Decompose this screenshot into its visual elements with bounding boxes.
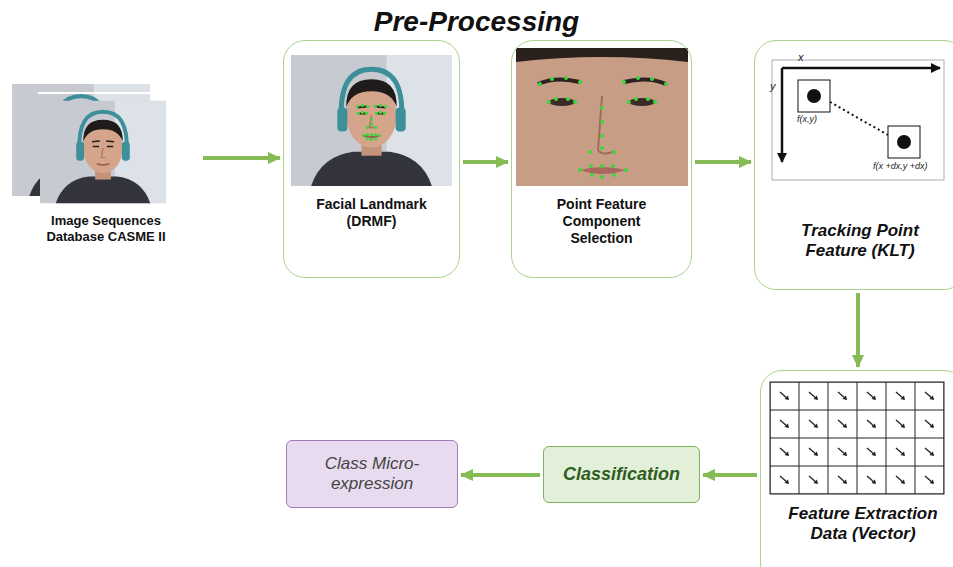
axis-label: x <box>798 51 804 63</box>
diagram-title: Pre-Processing <box>0 6 953 38</box>
output-box: Class Micro-expression <box>286 440 458 508</box>
node-text: Facial Landmark (DRMF) <box>304 196 439 230</box>
process-box: Feature Extraction Data (Vector) <box>760 370 953 567</box>
image-node: Image Sequences Database CASME II <box>12 85 200 252</box>
node-text: Image Sequences Database CASME II <box>31 213 181 244</box>
flow-arrow <box>461 473 540 477</box>
landmark-photo <box>291 55 452 186</box>
closeup-photo <box>516 48 688 186</box>
node-text: Tracking Point Feature (KLT) <box>785 221 935 262</box>
node-text: Feature Extraction Data (Vector) <box>778 504 948 545</box>
photo-stack <box>12 84 166 203</box>
flow-arrow <box>703 473 757 477</box>
klt-figure <box>772 60 944 180</box>
node-text: Classification <box>563 464 680 486</box>
flow-arrow <box>463 160 508 164</box>
process-box: Facial Landmark (DRMF) <box>283 40 460 278</box>
classifier-box: Classification <box>543 446 700 503</box>
axis-label: f(x +dx,y +dx) <box>873 162 928 172</box>
flow-arrow <box>203 156 280 160</box>
axis-label: y <box>770 80 776 92</box>
flow-arrow <box>695 160 751 164</box>
vector-grid <box>770 382 944 494</box>
node-text: Class Micro-expression <box>292 454 452 495</box>
flow-arrow <box>856 293 860 367</box>
node-text: Point Feature Component Selection <box>544 196 659 246</box>
axis-label: f(x,y) <box>797 115 817 125</box>
process-box: Point Feature Component Selection <box>511 40 692 278</box>
